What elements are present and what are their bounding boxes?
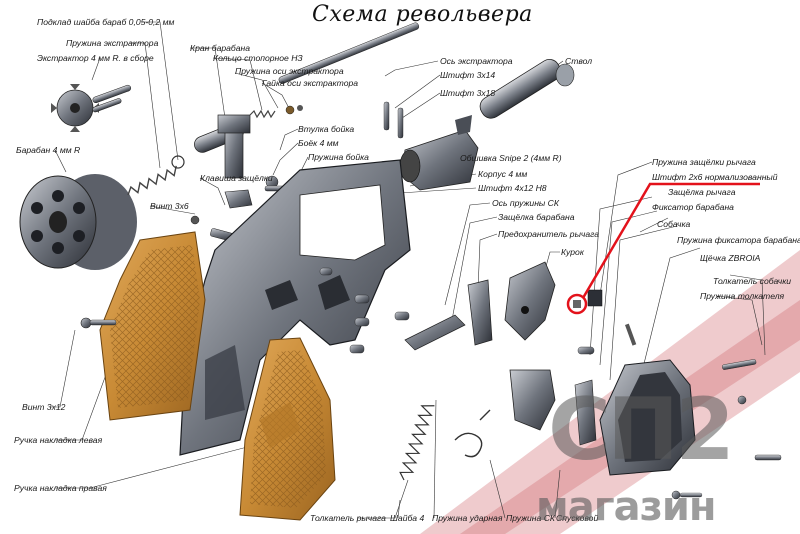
extractor-spring-part xyxy=(127,165,177,196)
label-side-plate: Щёчка ZBROIA xyxy=(700,253,761,263)
label-pawl: Собачка xyxy=(657,219,691,229)
label-trigger: Спусковой xyxy=(556,513,599,523)
label-latch-button: Клавиша защёлки xyxy=(200,173,273,183)
label-ejector-rod-spring: Пружина оси экстрактора xyxy=(235,66,344,76)
label-pusher-spring: Пружина толкателя xyxy=(700,291,785,301)
pin-3x14-part xyxy=(383,101,390,131)
ejector-rod-part xyxy=(249,22,420,119)
pin-3x18-part xyxy=(397,107,404,139)
label-barrel-shroud: Обшивка Snipe 2 (4мм R) xyxy=(460,153,562,163)
crane-part xyxy=(194,114,251,179)
watermark-shop: магазин xyxy=(536,484,716,530)
label-lever-latch: Защёлка рычага xyxy=(668,187,736,197)
extractor-part xyxy=(51,84,132,132)
label-cylinder-latch: Защёлка барабана xyxy=(498,212,575,222)
label-cylinder-stop-spring: Пружина фиксатора барабана xyxy=(677,235,800,245)
label-cylinder-stop: Фиксатор барабана xyxy=(652,202,734,212)
label-pin-2x6: Штифт 2х6 нормализованный xyxy=(652,172,778,182)
watermark-logo: СП2 xyxy=(548,380,735,480)
label-hammer: Курок xyxy=(561,247,584,257)
label-right-grip: Ручка накладка правая xyxy=(14,483,107,493)
mainspring-part xyxy=(399,405,435,481)
label-pin-3x18: Штифт 3х18 xyxy=(440,88,496,98)
shim-ring xyxy=(171,155,185,169)
label-sk-spring: Пружина СК xyxy=(506,513,555,523)
label-cylinder: Барабан 4 мм R xyxy=(16,145,81,155)
label-barrel: Ствол xyxy=(565,56,593,66)
lockwork-parts xyxy=(319,261,637,446)
label-pin-3x14: Штифт 3х14 xyxy=(440,70,496,80)
right-screws xyxy=(671,359,782,500)
label-left-grip: Ручка накладка левая xyxy=(14,435,103,445)
label-lever-latch-spring: Пружина защёлки рычага xyxy=(652,157,756,167)
label-firing-pin-spring: Пружина бойка xyxy=(308,152,369,162)
label-shim: Подклад шайба бараб 0,05-0,2 мм xyxy=(37,17,175,27)
label-stop-ring: Кольцо стопорное НЗ xyxy=(213,53,303,63)
label-cylinder-crane: Кран барабана xyxy=(190,43,251,53)
label-lever-pusher: Толкатель рычага xyxy=(310,513,386,523)
label-mainspring: Пружина ударная xyxy=(432,513,503,523)
label-frame: Корпус 4 мм xyxy=(478,169,528,179)
label-extractor-spring: Пружина экстрактора xyxy=(66,38,159,48)
label-firing-pin: Боёк 4 мм xyxy=(298,138,339,148)
screw-3x12-part xyxy=(80,317,117,329)
left-grip-part xyxy=(99,231,206,421)
side-plate-part xyxy=(599,359,696,476)
label-firing-pin-bushing: Втулка бойка xyxy=(298,124,355,134)
label-extractor: Экстрактор 4 мм R. в сборе xyxy=(37,53,154,63)
diagram-title: Схема револьвера xyxy=(312,2,533,27)
label-safety-lever: Предохранитель рычага xyxy=(498,229,600,239)
label-screw-3x12: Винт 3х12 xyxy=(22,402,66,412)
label-washer-4: Шайба 4 xyxy=(390,513,425,523)
frame-part xyxy=(179,159,411,456)
label-pawl-pusher: Толкатель собачки xyxy=(713,276,792,286)
sk-spring-part xyxy=(454,409,491,458)
right-grip-part xyxy=(239,337,336,521)
label-screw-3x6: Винт 3х6 xyxy=(150,201,189,211)
barrel-part xyxy=(479,59,575,119)
label-pin-4x12: Штифт 4х12 Н8 xyxy=(478,183,547,193)
barrel-shroud-part xyxy=(399,115,479,191)
cylinder-part xyxy=(19,174,137,270)
label-ejector-rod-nut: Гайка оси экстрактора xyxy=(262,78,359,88)
label-spring-axis: Ось пружины СК xyxy=(492,198,559,208)
pin-2x6-highlight xyxy=(566,182,760,315)
label-ejector-rod: Ось экстрактора xyxy=(440,56,513,66)
